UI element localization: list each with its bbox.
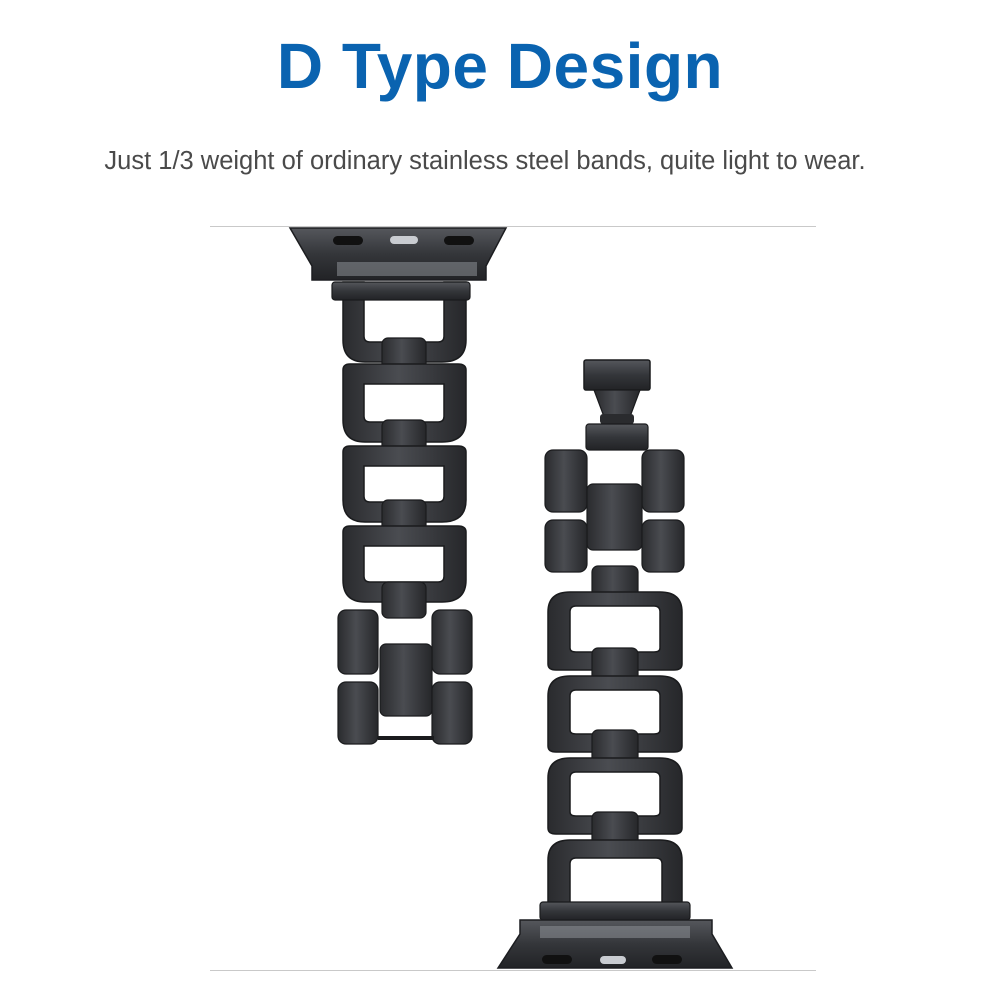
- left-lug-adapter: [288, 227, 508, 281]
- right-buckle-clasp: [583, 359, 651, 451]
- left-d-link-4: [342, 525, 467, 603]
- left-end-links: [337, 609, 473, 745]
- right-cylinder-links: [544, 449, 685, 573]
- band-segment-left: [288, 227, 508, 745]
- right-d-link-4: [539, 839, 691, 921]
- page-subtitle: Just 1/3 weight of ordinary stainless st…: [104, 147, 866, 175]
- left-d-link-2: [342, 363, 467, 443]
- right-lug-adapter: [496, 919, 734, 969]
- top-divider: [210, 226, 816, 227]
- bottom-divider: [210, 970, 816, 971]
- left-d-link-3: [342, 445, 467, 523]
- left-connector-4: [381, 581, 427, 619]
- left-d-link-1: [331, 281, 471, 363]
- page-title: D Type Design: [276, 30, 724, 102]
- band-segment-right: [496, 359, 734, 969]
